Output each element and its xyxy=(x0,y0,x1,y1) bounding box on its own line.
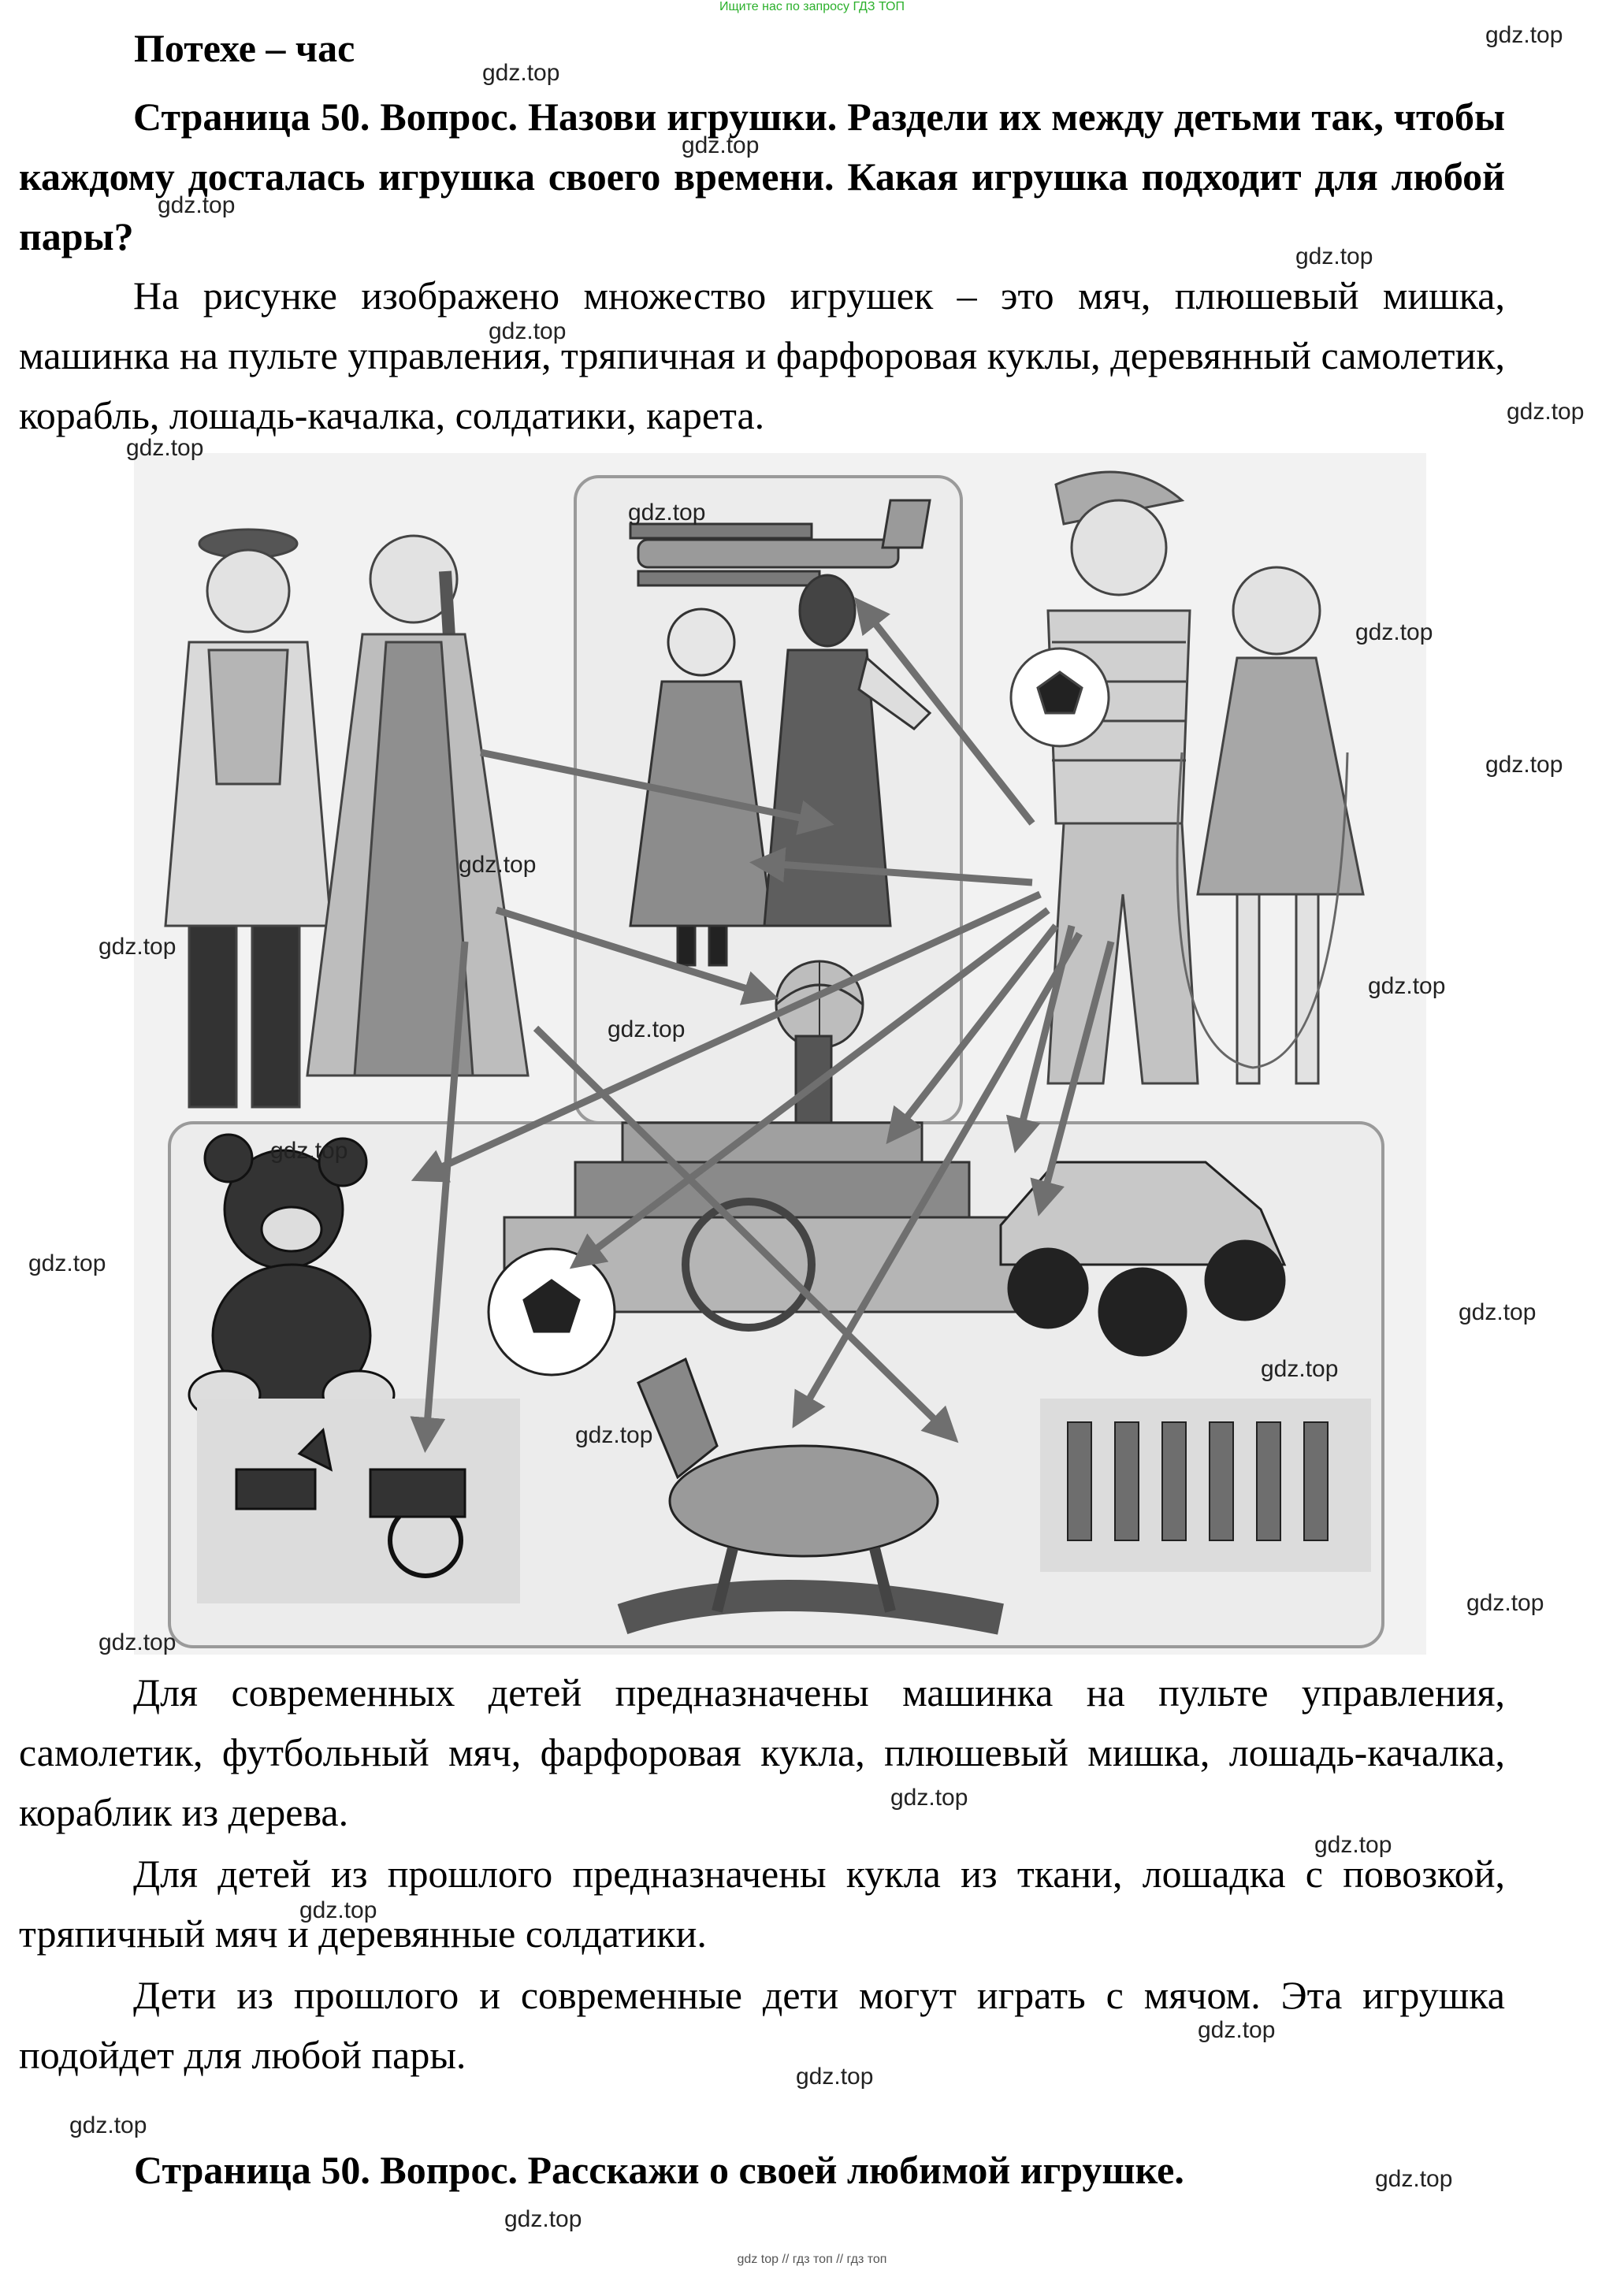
watermark: gdz.top xyxy=(126,435,204,461)
page-title: Потехе – час xyxy=(134,26,355,70)
watermark: gdz.top xyxy=(482,60,560,86)
matching-arrows xyxy=(410,596,1115,1453)
watermark: gdz.top xyxy=(1261,1356,1339,1382)
toys-illustration xyxy=(134,453,1426,1655)
answer-paragraph-1: На рисунке изображено множество игрушек … xyxy=(19,273,1505,437)
watermark: gdz.top xyxy=(890,1785,968,1811)
rag-doll-toy xyxy=(763,574,932,927)
soccer-ball-toy xyxy=(487,1247,616,1376)
wooden-ship-toy xyxy=(503,1035,1057,1332)
answer-paragraph-4: Дети из прошлого и современные дети могу… xyxy=(19,1973,1505,2077)
watermark: gdz.top xyxy=(628,500,706,526)
footer-links[interactable]: gdz top // гдз топ // гдз топ xyxy=(737,2253,887,2266)
watermark: gdz.top xyxy=(1375,2166,1453,2192)
watermark: gdz.top xyxy=(299,1897,377,1923)
folk-girl-figure xyxy=(306,534,530,1077)
rc-car-toy xyxy=(999,1161,1287,1357)
teddy-bear-toy xyxy=(188,1133,396,1420)
question-1: Страница 50. Вопрос. Назови игрушки. Раз… xyxy=(19,95,1505,258)
watermark: gdz.top xyxy=(98,1629,177,1655)
top-banner[interactable]: Ищите нас по запросу ГДЗ ТОП xyxy=(719,0,905,13)
folk-boy-figure xyxy=(164,528,333,1109)
porcelain-doll-toy xyxy=(629,607,774,967)
watermark: gdz.top xyxy=(1485,752,1563,778)
answer-paragraph-2: Для современных детей предназначены маши… xyxy=(19,1670,1505,1834)
watermark: gdz.top xyxy=(1485,22,1563,48)
watermark: gdz.top xyxy=(158,192,236,218)
horse-carriage-toy xyxy=(197,1399,520,1603)
watermark: gdz.top xyxy=(270,1138,348,1164)
watermark: gdz.top xyxy=(1355,619,1433,645)
answer-paragraph-3: Для детей из прошлого предназначены кукл… xyxy=(19,1852,1505,1956)
watermark: gdz.top xyxy=(575,1422,653,1448)
watermark: gdz.top xyxy=(489,318,567,344)
watermark: gdz.top xyxy=(98,934,177,960)
watermark: gdz.top xyxy=(1368,973,1446,999)
watermark: gdz.top xyxy=(28,1250,106,1276)
question-2: Страница 50. Вопрос. Расскажи о своей лю… xyxy=(134,2148,1184,2192)
wooden-soldiers-toy xyxy=(1040,1399,1371,1572)
watermark: gdz.top xyxy=(1459,1299,1537,1325)
watermark: gdz.top xyxy=(1314,1832,1392,1858)
watermark: gdz.top xyxy=(1466,1590,1544,1616)
watermark: gdz.top xyxy=(1507,399,1585,425)
watermark: gdz.top xyxy=(69,2112,147,2138)
watermark: gdz.top xyxy=(608,1016,686,1042)
watermark: gdz.top xyxy=(1295,243,1373,269)
watermark: gdz.top xyxy=(504,2206,582,2232)
wooden-plane-toy xyxy=(629,499,931,587)
watermark: gdz.top xyxy=(459,852,537,878)
modern-girl-figure xyxy=(1176,566,1365,1085)
rocking-horse-toy xyxy=(617,1357,1004,1635)
watermark: gdz.top xyxy=(682,132,760,158)
modern-boy-figure xyxy=(1009,470,1199,1085)
watermark: gdz.top xyxy=(796,2064,874,2090)
watermark: gdz.top xyxy=(1198,2017,1276,2043)
